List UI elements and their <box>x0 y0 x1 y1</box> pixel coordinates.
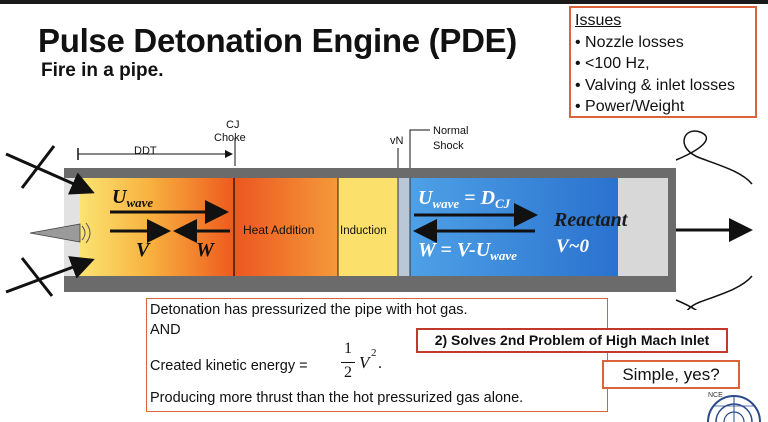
issue-item: • Valving & inlet losses <box>575 76 736 94</box>
heat-addition-region <box>234 178 338 276</box>
normal-label: Normal <box>433 125 468 137</box>
issue-item: • <100 Hz, <box>575 55 650 72</box>
pde-diagram: DDT CJ Choke vN Normal Shock Uwave V W H… <box>5 119 753 310</box>
top-bar <box>0 0 768 4</box>
heat-addition-label: Heat Addition <box>243 223 314 237</box>
text-line-1: Detonation has pressurized the pipe with… <box>150 302 468 318</box>
normal-shock-leader <box>409 129 430 168</box>
slide-title: Pulse Detonation Engine (PDE) <box>38 22 518 59</box>
reactant-region <box>410 178 618 276</box>
v-zero-label: V~0 <box>556 236 589 257</box>
fraction-bar <box>341 362 355 364</box>
sentence-end: . <box>378 355 382 372</box>
simple-callout: Simple, yes? <box>602 360 740 389</box>
velocity-exponent: 2 <box>371 347 377 359</box>
choke-label: Choke <box>214 132 246 144</box>
text-line-3: Created kinetic energy = <box>150 358 308 374</box>
fraction-denominator: 2 <box>344 364 352 381</box>
explanation-box <box>146 298 608 412</box>
issues-box: Issues • Nozzle losses • <100 Hz, • Valv… <box>569 6 757 118</box>
shock-front-region <box>398 178 410 276</box>
fraction-numerator: 1 <box>344 340 352 357</box>
nce-logo-icon <box>707 395 761 422</box>
uwave-label: Uwave <box>112 186 153 210</box>
burnt-gas-region <box>80 178 234 276</box>
valve-slash-bottom <box>20 257 54 297</box>
velocity-symbol: V <box>359 353 370 372</box>
slide-subtitle: Fire in a pipe. <box>41 60 164 81</box>
text-line-4: Producing more thrust than the hot press… <box>150 390 524 406</box>
shock-label: Shock <box>433 140 464 152</box>
induction-region <box>338 178 398 276</box>
valve-slash-top <box>20 145 56 189</box>
inlet-arrow-bottom <box>5 256 95 294</box>
logo-text: NCE <box>708 392 723 399</box>
reactant-label: Reactant <box>553 209 629 231</box>
swirl-bottom-icon <box>675 275 753 310</box>
induction-label: Induction <box>340 225 387 237</box>
w-label: W <box>196 239 215 261</box>
v-label: V <box>136 239 151 261</box>
issues-heading: Issues <box>575 12 622 29</box>
dcj-equation: Uwave = DCJ <box>418 187 511 211</box>
high-mach-callout: 2) Solves 2nd Problem of High Mach Inlet <box>416 328 728 353</box>
w-equation: W = V-Uwave <box>418 239 517 263</box>
inlet-arrow-top <box>5 152 95 195</box>
igniter-icon <box>29 223 81 243</box>
vn-label: vN <box>390 135 404 147</box>
spark-icon <box>81 222 91 244</box>
swirl-top-icon <box>675 130 753 185</box>
ddt-label: DDT <box>134 145 157 157</box>
cj-label: CJ <box>226 119 239 131</box>
text-line-2: AND <box>150 322 181 338</box>
end-region <box>618 178 668 276</box>
issue-item: • Power/Weight <box>575 98 685 115</box>
issue-item: • Nozzle losses <box>575 33 684 51</box>
